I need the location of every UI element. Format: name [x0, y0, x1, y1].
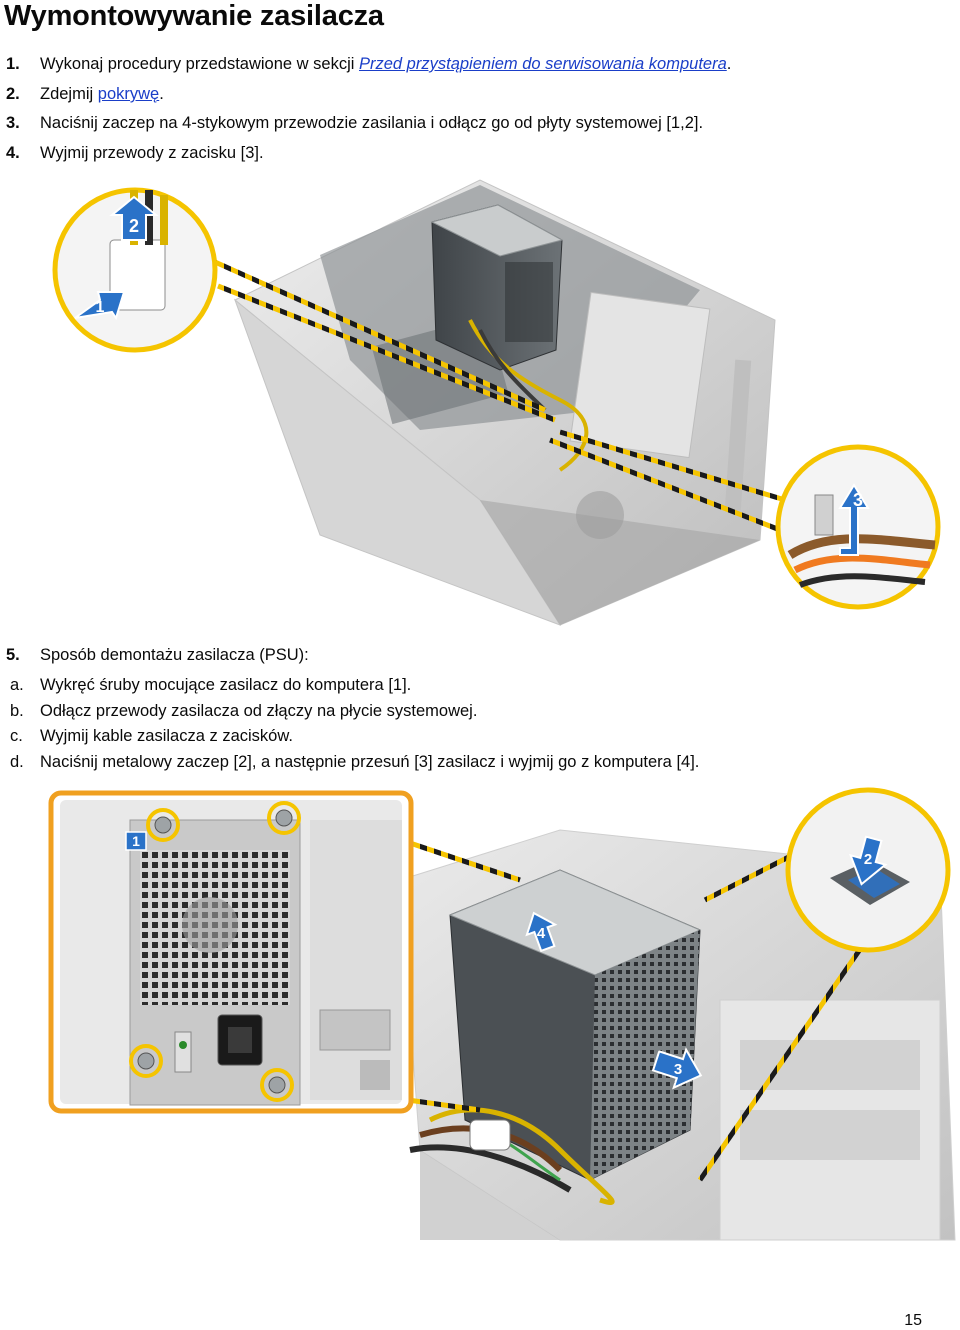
substep-text: Wykręć śruby mocujące zasilacz do komput… — [40, 676, 412, 694]
substep-d: d. Naciśnij metalowy zaczep [2], a następ… — [10, 752, 699, 772]
step-text: Zdejmij — [40, 85, 98, 103]
link-before-servicing[interactable]: Przed przystąpieniem do serwisowania kom… — [359, 55, 727, 73]
substep-c: c. Wyjmij kable zasilacza z zacisków. — [10, 726, 293, 746]
figure1-callout-1: 1 — [96, 299, 105, 316]
substep-letter: d. — [10, 753, 24, 771]
step-4: 4. Wyjmij przewody z zacisku [3]. — [6, 143, 264, 163]
substep-b: b. Odłącz przewody zasilacza od złączy na… — [10, 701, 477, 721]
substep-text: Wyjmij kable zasilacza z zacisków. — [40, 727, 293, 745]
step-2: 2. Zdejmij pokrywę. — [6, 84, 164, 104]
figure-disconnect-power-cable: 2 1 3 — [52, 179, 941, 626]
page-title: Wymontowywanie zasilacza — [4, 0, 384, 32]
figure1-callout-3: 3 — [853, 490, 863, 510]
substep-letter: a. — [10, 676, 24, 694]
figure1-callout-2: 2 — [129, 216, 139, 236]
step-text-end: . — [159, 85, 164, 103]
substep-text: Odłącz przewody zasilacza od złączy na p… — [40, 702, 478, 720]
step-number: 2. — [6, 85, 20, 103]
step-text: Wykonaj procedury przedstawione w sekcji — [40, 55, 359, 73]
step-text: Wyjmij przewody z zacisku [3]. — [40, 144, 264, 162]
substep-letter: b. — [10, 702, 24, 720]
step-text-end: . — [726, 55, 732, 73]
figure2-callout-3: 3 — [674, 1061, 682, 1078]
step-3: 3. Naciśnij zaczep na 4-stykowym przewodz… — [6, 113, 703, 133]
step-text: Sposób demontażu zasilacza (PSU): — [40, 646, 309, 664]
substep-text: Naciśnij metalowy zaczep [2], a następni… — [40, 753, 700, 771]
step-5: 5. Sposób demontażu zasilacza (PSU): — [6, 645, 309, 665]
page-number: 15 — [904, 1312, 922, 1329]
step-number: 4. — [6, 144, 20, 162]
step-number: 1. — [6, 55, 20, 73]
step-number: 3. — [6, 114, 20, 132]
figure2-callout-1: 1 — [132, 833, 140, 849]
substep-letter: c. — [10, 727, 23, 745]
substep-a: a. Wykręć śruby mocujące zasilacz do komp… — [10, 675, 411, 695]
figure-remove-psu: 4 3 1 2 — [48, 787, 956, 1241]
link-cover[interactable]: pokrywę — [97, 85, 160, 103]
figure2-callout-2: 2 — [864, 851, 872, 868]
step-1: 1. Wykonaj procedury przedstawione w sekc… — [6, 54, 731, 74]
step-number: 5. — [6, 646, 20, 664]
step-text: Naciśnij zaczep na 4-stykowym przewodzie… — [40, 114, 704, 132]
figure2-callout-4: 4 — [537, 925, 546, 942]
